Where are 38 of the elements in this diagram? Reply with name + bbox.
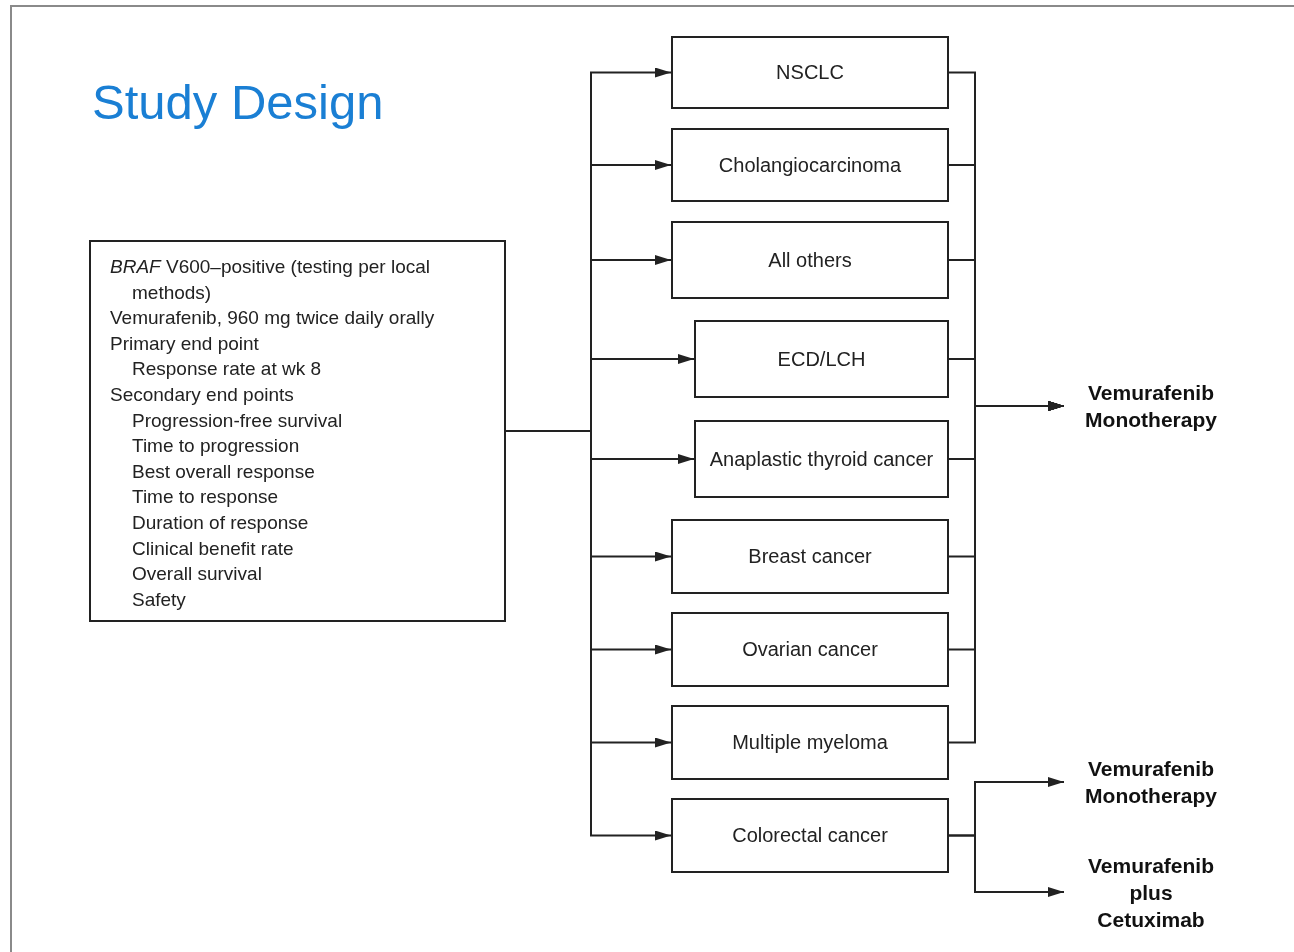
criteria-text: Time to progression xyxy=(131,434,301,459)
cohort-label: Breast cancer xyxy=(748,545,872,568)
cohort-label: ECD/LCH xyxy=(777,347,866,371)
criteria-text: Progression-free survival xyxy=(131,408,344,433)
cohort-box xyxy=(671,519,949,594)
criteria-text: Overall survival xyxy=(131,562,263,587)
study-criteria-box xyxy=(89,240,506,622)
cohort-label: Anaplastic thyroid cancer xyxy=(709,447,934,471)
treatment-label: Vemurafenib Monotherapy xyxy=(1084,380,1218,433)
criteria-text: Secondary end points xyxy=(110,382,295,407)
cohort-label: Colorectal cancer xyxy=(732,824,888,847)
cohort-label: NSCLC xyxy=(776,61,844,84)
criteria-text: BRAF V600–positive (testing per local methods) xyxy=(110,255,431,305)
criteria-text: Response rate at wk 8 xyxy=(131,357,323,382)
cohort-box xyxy=(671,36,949,109)
arrow xyxy=(948,834,1065,897)
criteria-text: Clinical benefit rate xyxy=(131,536,295,561)
criteria-text: Safety xyxy=(131,587,187,612)
cohort-box xyxy=(694,420,949,498)
criteria-text: Time to response xyxy=(131,485,280,510)
criteria-text: Primary end point xyxy=(110,331,260,356)
criteria-text: Best overall response xyxy=(131,459,316,484)
cohort-label: Ovarian cancer xyxy=(742,638,878,661)
cohort-box xyxy=(671,221,949,299)
criteria-text: Duration of response xyxy=(131,510,310,535)
arrow xyxy=(948,401,1065,744)
treatment-label: Vemurafenib Monotherapy xyxy=(1084,756,1218,809)
cohort-box xyxy=(671,612,949,687)
criteria-text: Vemurafenib, 960 mg twice daily orally xyxy=(110,306,436,331)
cohort-box xyxy=(694,320,949,398)
diagram-title: Study Design xyxy=(92,74,384,130)
cohort-box xyxy=(671,128,949,202)
cohort-box xyxy=(671,705,949,780)
cohort-label: Cholangiocarcinoma xyxy=(718,153,902,177)
treatment-label: Vemurafenib plus Cetuximab xyxy=(1086,852,1215,933)
cohort-box xyxy=(671,798,949,873)
cohort-label: Multiple myeloma xyxy=(732,731,888,754)
cohort-label: All others xyxy=(768,248,852,272)
